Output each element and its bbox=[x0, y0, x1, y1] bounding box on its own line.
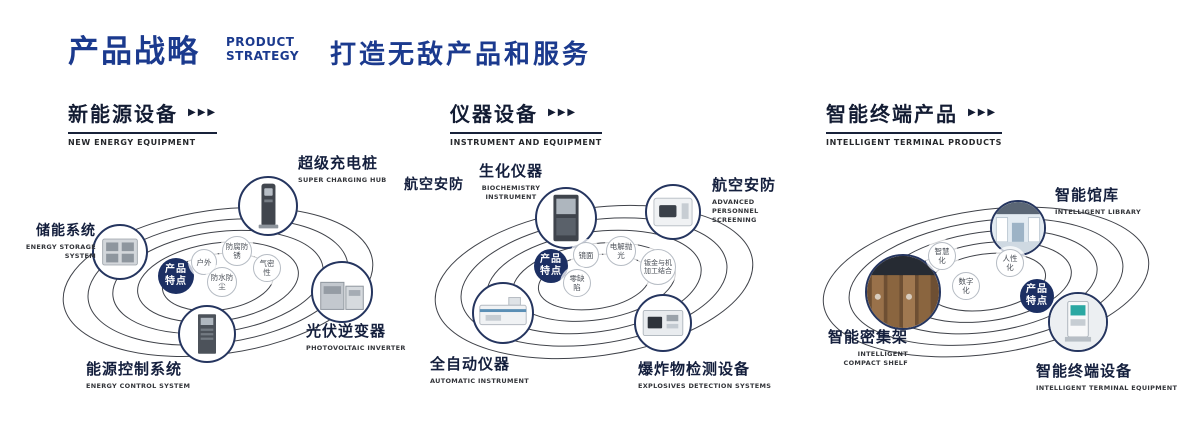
product-label-biochemistry: 生化仪器 BIOCHEMISTRY INSTRUMENT bbox=[452, 160, 570, 202]
product-label-intelligent-terminal: 智能终端设备 INTELLIGENT TERMINAL EQUIPMENT bbox=[1036, 360, 1177, 393]
product-name: 生化仪器 bbox=[478, 162, 543, 180]
triple-arrow-icon: ▶▶▶ bbox=[968, 107, 998, 118]
feature-bubble-anticorrosion: 防腐防锈 bbox=[222, 236, 252, 266]
product-label-automatic-instrument: 全自动仪器 AUTOMATIC INSTRUMENT bbox=[430, 353, 529, 386]
section-new-energy-header: 新能源设备 ▶▶▶ NEW ENERGY EQUIPMENT bbox=[68, 98, 218, 147]
section-terminals-header: 智能终端产品 ▶▶▶ INTELLIGENT TERMINAL PRODUCTS bbox=[826, 98, 1002, 147]
feature-bubble-sheetmetal-machining: 钣金与机加工结合 bbox=[640, 249, 676, 285]
product-name-en: BIOCHEMISTRY INSTRUMENT bbox=[481, 184, 541, 201]
product-label-intelligent-library: 智能馆库 INTELLIGENT LIBRARY bbox=[1055, 184, 1141, 217]
feature-bubble-digital: 数字化 bbox=[952, 272, 980, 300]
biochemistry-image bbox=[553, 194, 579, 242]
tagline: 打造无敌产品和服务 bbox=[330, 40, 592, 70]
features-badge-new-energy: 产品特点 bbox=[158, 258, 194, 294]
product-label-super-charging-hub: 超级充电桩 SUPER CHARGING HUB bbox=[298, 152, 387, 185]
product-label-energy-storage: 储能系统 ENERGY STORAGE SYSTEM bbox=[20, 220, 96, 261]
energy-control-circle bbox=[178, 305, 236, 363]
product-name-en: ADVANCED PERSONNEL SCREENING bbox=[712, 198, 759, 224]
section-terminals-subtitle: INTELLIGENT TERMINAL PRODUCTS bbox=[826, 138, 1002, 147]
energy-control-image bbox=[198, 314, 216, 354]
product-name-en: INTELLIGENT LIBRARY bbox=[1055, 208, 1141, 216]
feature-bubble-zero-defect: 零缺陷 bbox=[563, 269, 591, 297]
section-new-energy-subtitle: NEW ENERGY EQUIPMENT bbox=[68, 138, 196, 147]
pv-inverter-image bbox=[320, 281, 364, 310]
intelligent-library-image bbox=[992, 202, 1044, 254]
compact-shelf-image bbox=[867, 256, 939, 328]
feature-bubble-mirror-finish: 镜面 bbox=[573, 242, 599, 268]
page-subtitle-line1: PRODUCT bbox=[226, 35, 295, 49]
automatic-instrument-image bbox=[479, 297, 527, 326]
product-name: 爆炸物检测设备 bbox=[638, 360, 751, 378]
personnel-screening-circle bbox=[645, 184, 701, 240]
section-instruments-title: 仪器设备 bbox=[450, 102, 538, 126]
personnel-screening-image bbox=[653, 197, 693, 227]
biochemistry-circle bbox=[535, 187, 597, 249]
feature-bubble-airtight: 气密性 bbox=[253, 254, 281, 282]
product-name: 航空安防 bbox=[712, 176, 777, 194]
page-subtitle-line2: STRATEGY bbox=[226, 48, 300, 63]
product-name-en: AUTOMATIC INSTRUMENT bbox=[430, 377, 529, 385]
explosives-detection-image bbox=[642, 309, 684, 337]
energy-storage-image bbox=[102, 238, 138, 266]
product-label-pv-inverter: 光伏逆变器 PHOTOVOLTAIC INVERTER bbox=[306, 320, 416, 353]
section-new-energy-title: 新能源设备 bbox=[68, 102, 178, 126]
intelligent-terminal-image bbox=[1050, 294, 1106, 350]
feature-bubble-electropolishing: 电解抛光 bbox=[606, 236, 636, 266]
product-name-en: EXPLOSIVES DETECTION SYSTEMS bbox=[638, 382, 772, 390]
features-badge-instruments: 产品特点 bbox=[534, 249, 568, 283]
section-terminals-title: 智能终端产品 bbox=[826, 102, 958, 126]
product-label-energy-control: 能源控制系统 ENERGY CONTROL SYSTEM bbox=[86, 358, 190, 391]
page-subtitle: PRODUCT STRATEGY bbox=[226, 35, 300, 64]
product-name-en: SUPER CHARGING HUB bbox=[298, 176, 387, 184]
product-name: 智能终端设备 bbox=[1036, 362, 1133, 380]
product-name-en: INTELLIGENT COMPACT SHELF bbox=[843, 350, 908, 367]
automatic-instrument-circle bbox=[472, 282, 534, 344]
product-label-explosives-detection: 爆炸物检测设备 EXPLOSIVES DETECTION SYSTEMS bbox=[638, 358, 771, 391]
explosives-detection-circle bbox=[634, 294, 692, 352]
product-name: 智能馆库 bbox=[1055, 186, 1120, 204]
triple-arrow-icon: ▶▶▶ bbox=[548, 107, 578, 118]
super-charging-hub-image bbox=[258, 183, 279, 229]
energy-storage-circle bbox=[92, 224, 148, 280]
pv-inverter-circle bbox=[311, 261, 373, 323]
compact-shelf-circle bbox=[865, 254, 941, 330]
product-name-en: ENERGY STORAGE SYSTEM bbox=[25, 243, 96, 260]
intelligent-terminal-circle bbox=[1048, 292, 1108, 352]
product-name-en: INTELLIGENT TERMINAL EQUIPMENT bbox=[1036, 384, 1178, 392]
product-name: 超级充电桩 bbox=[298, 154, 379, 172]
product-label-personnel-screening: 航空安防 ADVANCED PERSONNEL SCREENING bbox=[712, 174, 807, 224]
product-name-en: ENERGY CONTROL SYSTEM bbox=[86, 382, 191, 390]
features-badge-terminals: 产品特点 bbox=[1020, 279, 1054, 313]
super-charging-hub-circle bbox=[238, 176, 298, 236]
section-instruments-subtitle: INSTRUMENT AND EQUIPMENT bbox=[450, 138, 602, 147]
product-name: 光伏逆变器 bbox=[306, 322, 387, 340]
product-name: 全自动仪器 bbox=[430, 355, 511, 373]
product-name-en: PHOTOVOLTAIC INVERTER bbox=[306, 344, 406, 352]
triple-arrow-icon: ▶▶▶ bbox=[188, 107, 218, 118]
product-name: 储能系统 bbox=[36, 223, 96, 239]
feature-bubble-smart: 智慧化 bbox=[928, 242, 956, 270]
product-name: 智能密集架 bbox=[827, 328, 908, 346]
page-title: 产品战略 bbox=[68, 34, 200, 70]
feature-bubble-humanized: 人性化 bbox=[996, 249, 1024, 277]
product-label-compact-shelf: 智能密集架 INTELLIGENT COMPACT SHELF bbox=[826, 326, 908, 368]
section-instruments-header: 仪器设备 ▶▶▶ INSTRUMENT AND EQUIPMENT bbox=[450, 98, 602, 147]
aviation-security-label: 航空安防 bbox=[404, 177, 464, 193]
intelligent-library-circle bbox=[990, 200, 1046, 256]
product-name: 能源控制系统 bbox=[86, 360, 183, 378]
feature-bubble-waterproof: 防水防尘 bbox=[207, 267, 237, 297]
